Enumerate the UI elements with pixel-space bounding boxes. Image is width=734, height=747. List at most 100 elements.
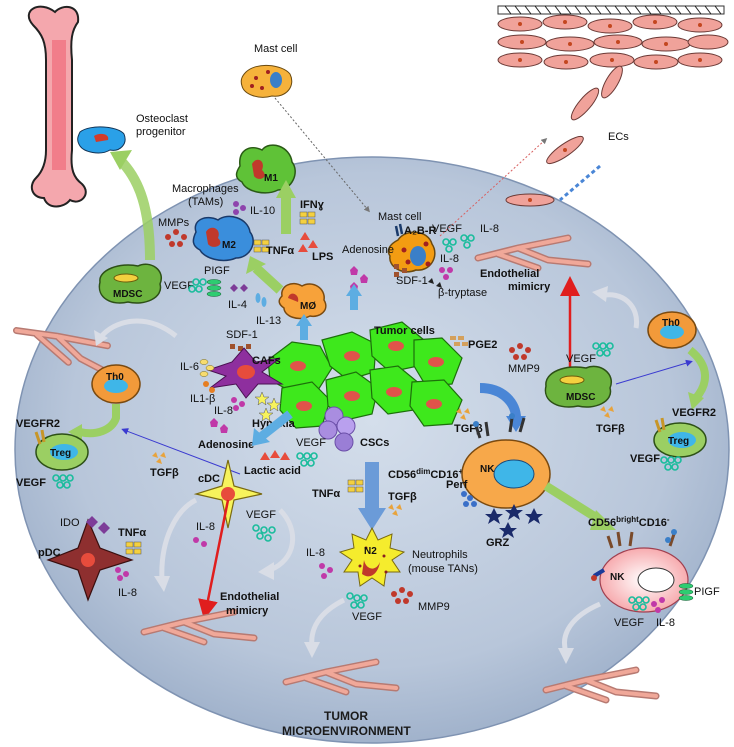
tgfb-n-label: TGFβ: [388, 491, 417, 503]
th0-to-treg-right-arrow: [687, 346, 709, 401]
il1b-label: IL1-β: [190, 393, 215, 405]
pigf-mac-ovals: [206, 279, 222, 297]
lps-triangles: [298, 232, 318, 252]
mast-cell-mid: [387, 223, 436, 273]
mast-cell-top-label: Mast cell: [254, 43, 297, 55]
mmp9-right-label: MMP9: [508, 363, 540, 375]
tumor-to-nk-arrow: [479, 383, 521, 419]
m2-cell: M2: [192, 215, 254, 262]
il8-cdc-dots: [193, 537, 207, 547]
il4-diamonds: [230, 284, 248, 292]
sdf1-caf-label: SDF-1: [226, 329, 258, 341]
neutrophils-label-2: (mouse TANs): [408, 563, 478, 575]
th0-left-label: Th0: [106, 372, 124, 383]
ecs-label: ECs: [608, 131, 629, 143]
tumor-to-n2-arrowhead: [358, 508, 386, 530]
title-line-1: TUMOR: [324, 709, 368, 723]
curved-arrowhead-cdc-left: [154, 576, 170, 592]
il8-pdc-dots: [115, 567, 129, 581]
vegf-treg-right-label: VEGF: [630, 453, 660, 465]
ifny-label: IFNɣ: [300, 199, 325, 211]
m1-label: M1: [264, 173, 278, 184]
tgfb-tumor-icon: [456, 408, 470, 420]
treg-left-label: Treg: [50, 448, 71, 459]
curved-arrow-left-upper: [98, 318, 178, 340]
vegf-treg-right-circles: [660, 456, 682, 471]
vegfr2-right-label: VEGFR2: [672, 407, 716, 419]
tumor-to-mast-arrowhead: [346, 284, 362, 296]
a2b-r-label: A₂B-R: [404, 225, 436, 237]
nk-dim-to-bright-arrow: [543, 482, 603, 524]
tgfb-left-label: TGFβ: [150, 467, 179, 479]
nk-bright-nk-label: NK: [610, 572, 625, 583]
curved-arrowhead-left-upper: [94, 330, 108, 346]
blue-arrow-treg-left: [121, 428, 241, 475]
curved-arrowhead-cdc-right: [258, 562, 274, 580]
tnfa-pdc-label: TNFα: [118, 527, 146, 539]
title-line-2: MICROENVIRONMENT: [282, 724, 411, 738]
mmps-dots: [165, 229, 187, 247]
il8-n-dots: [319, 563, 333, 579]
mdsc-right-label: MDSC: [566, 392, 595, 403]
red-arrow-left: [198, 499, 230, 620]
tumor-to-adenosine-arrowhead: [252, 428, 270, 446]
curved-arrow-cdc-right: [268, 508, 296, 573]
il8-mast-dots: [439, 267, 453, 280]
il4-label: IL-4: [228, 299, 247, 311]
macrophages-label-1: Macrophages: [172, 183, 239, 195]
adenosine-caf-pentagons: [210, 418, 228, 433]
ecs-dashed-arrow: [559, 164, 601, 202]
tgfb-left-icon: [152, 452, 166, 464]
mmps-label: MMPs: [158, 217, 190, 229]
il8-nk-label: IL-8: [656, 617, 675, 629]
vegf-mast-circles: [442, 238, 457, 253]
lactic-acid-triangles: [260, 450, 290, 460]
mdsc-left-cell: MDSC: [98, 263, 163, 304]
tgfb-n-icon: [388, 504, 402, 516]
pigf-nk-label: PIGF: [694, 586, 720, 598]
mdsc-osteoclast-arrow: [116, 156, 155, 261]
vegf-cdc-circles: [252, 524, 276, 542]
mmp9-right-dots: [509, 343, 531, 360]
il6-drops: [199, 359, 215, 377]
macrophages-label-2: (TAMs): [188, 196, 223, 208]
il8-pdc-label: IL-8: [118, 587, 137, 599]
osteoclast-progenitor-cell: [77, 126, 126, 154]
b-tryptase-label: β-tryptase: [438, 287, 487, 299]
mmp9-n-label: MMP9: [418, 601, 450, 613]
vegfr2-left-label: VEGFR2: [16, 418, 60, 430]
curved-arrow-n2: [309, 597, 346, 647]
curved-arrow-nk-bright: [562, 601, 602, 653]
vegf-right-label: VEGF: [566, 353, 596, 365]
il8-caf-dots: [231, 397, 245, 411]
osteoclast-label-1: Osteoclast: [136, 113, 188, 125]
tumor-to-m0-arrowhead: [296, 314, 312, 326]
blue-arrow-right: [615, 359, 693, 385]
endo-mimicry-right-label-1: Endothelial: [480, 268, 539, 280]
sdf1-mast-squares: [394, 264, 407, 277]
tumor-cells-label: Tumor cells: [374, 325, 435, 337]
mmp9-n-dots: [391, 587, 413, 604]
cdc-cell: [193, 459, 263, 529]
treg-left-cell: Treg: [34, 429, 89, 471]
th0-right-cell: Th0: [647, 311, 697, 349]
pge2-label: PGE2: [468, 339, 497, 351]
il13-drops: [255, 293, 267, 307]
osteoclast-label-2: progenitor: [136, 126, 186, 138]
pge2-squares: [450, 336, 468, 346]
perf-icons: [461, 491, 477, 507]
sdf1-caf-squares: [230, 344, 251, 351]
endo-mimicry-left-label-2: mimicry: [226, 605, 269, 617]
endo-mimicry-left-label-1: Endothelial: [220, 591, 279, 603]
mdsc-left-label: MDSC: [113, 289, 142, 300]
adenosine-caf-label: Adenosine: [198, 439, 254, 451]
sdf1-mast-label: SDF-1: [396, 275, 428, 287]
il10-label: IL-10: [250, 205, 275, 217]
ido-label: IDO: [60, 517, 80, 529]
il8-nk-dots: [651, 597, 665, 613]
nk-dim-nk-label: NK: [480, 464, 495, 475]
tnfa-n-squares: [347, 479, 364, 493]
hypoxia-stars: [254, 391, 282, 422]
m0-to-m2-arrowhead: [246, 256, 266, 274]
